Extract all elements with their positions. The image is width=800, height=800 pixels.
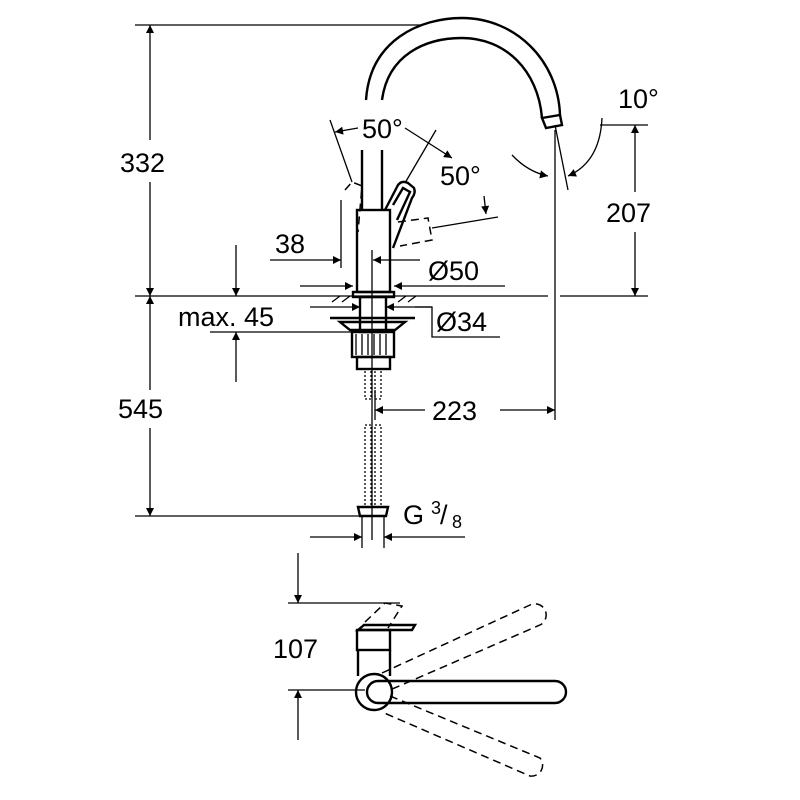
dimension-223: 223 [375,396,555,426]
top-view: 107 [273,553,568,777]
dim-207-label: 207 [606,198,651,228]
fraction-slash: / [440,500,448,530]
dimension-38: 38 [270,200,420,268]
dim-223-label: 223 [432,396,477,426]
dim-10-label: 10° [618,84,659,114]
dimension-332: 332 [120,25,165,296]
faucet-body [344,180,433,540]
dimension-g38: G 3 / 8 [310,498,465,548]
dim-d50-label: Ø50 [428,256,479,286]
dimension-545: 545 [118,296,163,516]
dimension-10-degrees: 10° [511,84,659,191]
spout [360,16,564,210]
dim-50-back-label: 50° [362,114,403,144]
dim-g-label: G [403,500,424,530]
dim-107-label: 107 [273,634,318,664]
dimension-max-45: max. 45 [178,245,352,382]
dim-38-label: 38 [275,229,305,259]
dim-g-denominator: 8 [452,512,462,532]
dimension-50-degrees: 50° 50° [329,114,499,229]
dimension-207: 207 [606,125,651,296]
dim-max45-label: max. 45 [178,302,274,332]
dim-545-label: 545 [118,394,163,424]
dim-50-side-label: 50° [440,161,481,191]
dim-d34-label: Ø34 [436,307,487,337]
mounting-assembly: Ø34 [310,295,500,518]
extension-lines [135,24,648,517]
dim-332-label: 332 [120,148,165,178]
dim-g-numerator: 3 [431,498,441,518]
dimension-diameter-50: Ø50 [300,256,505,290]
